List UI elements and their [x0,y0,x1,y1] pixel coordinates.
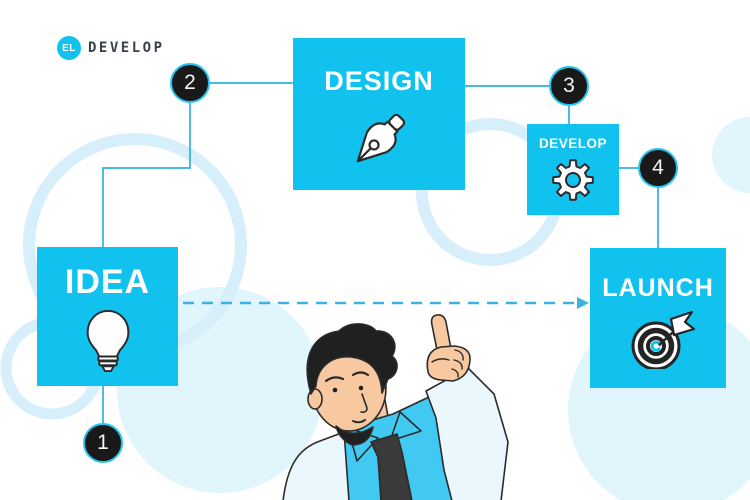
connector-step2-idea [102,99,191,247]
step-box-design: DESIGN [293,38,465,190]
step-badge-1: 1 [83,423,123,463]
logo-text: DEVELOP [88,40,165,56]
dashed-flow-arrow [183,297,589,309]
step-badge-3: 3 [549,66,589,106]
step-box-launch: LAUNCH [590,248,726,388]
step-box-idea: IDEA [37,247,178,386]
step-box-develop: DEVELOP [527,124,619,215]
design-label: DESIGN [324,66,434,96]
connector-lines [102,82,659,424]
step-badge-2: 2 [170,63,210,103]
brand-logo: EL DEVELOP [57,36,165,60]
step-badge-4: 4 [638,148,678,188]
lightbulb-icon [86,309,129,373]
idea-label: IDEA [64,263,151,301]
arrowhead-icon [577,297,589,309]
target-dart-icon [631,310,696,369]
develop-label: DEVELOP [538,136,607,151]
pen-nib-icon [356,113,406,163]
launch-label: LAUNCH [602,274,714,302]
logo-mark-icon: EL [57,36,81,60]
gear-icon [552,159,594,201]
decor-circle [712,117,750,193]
